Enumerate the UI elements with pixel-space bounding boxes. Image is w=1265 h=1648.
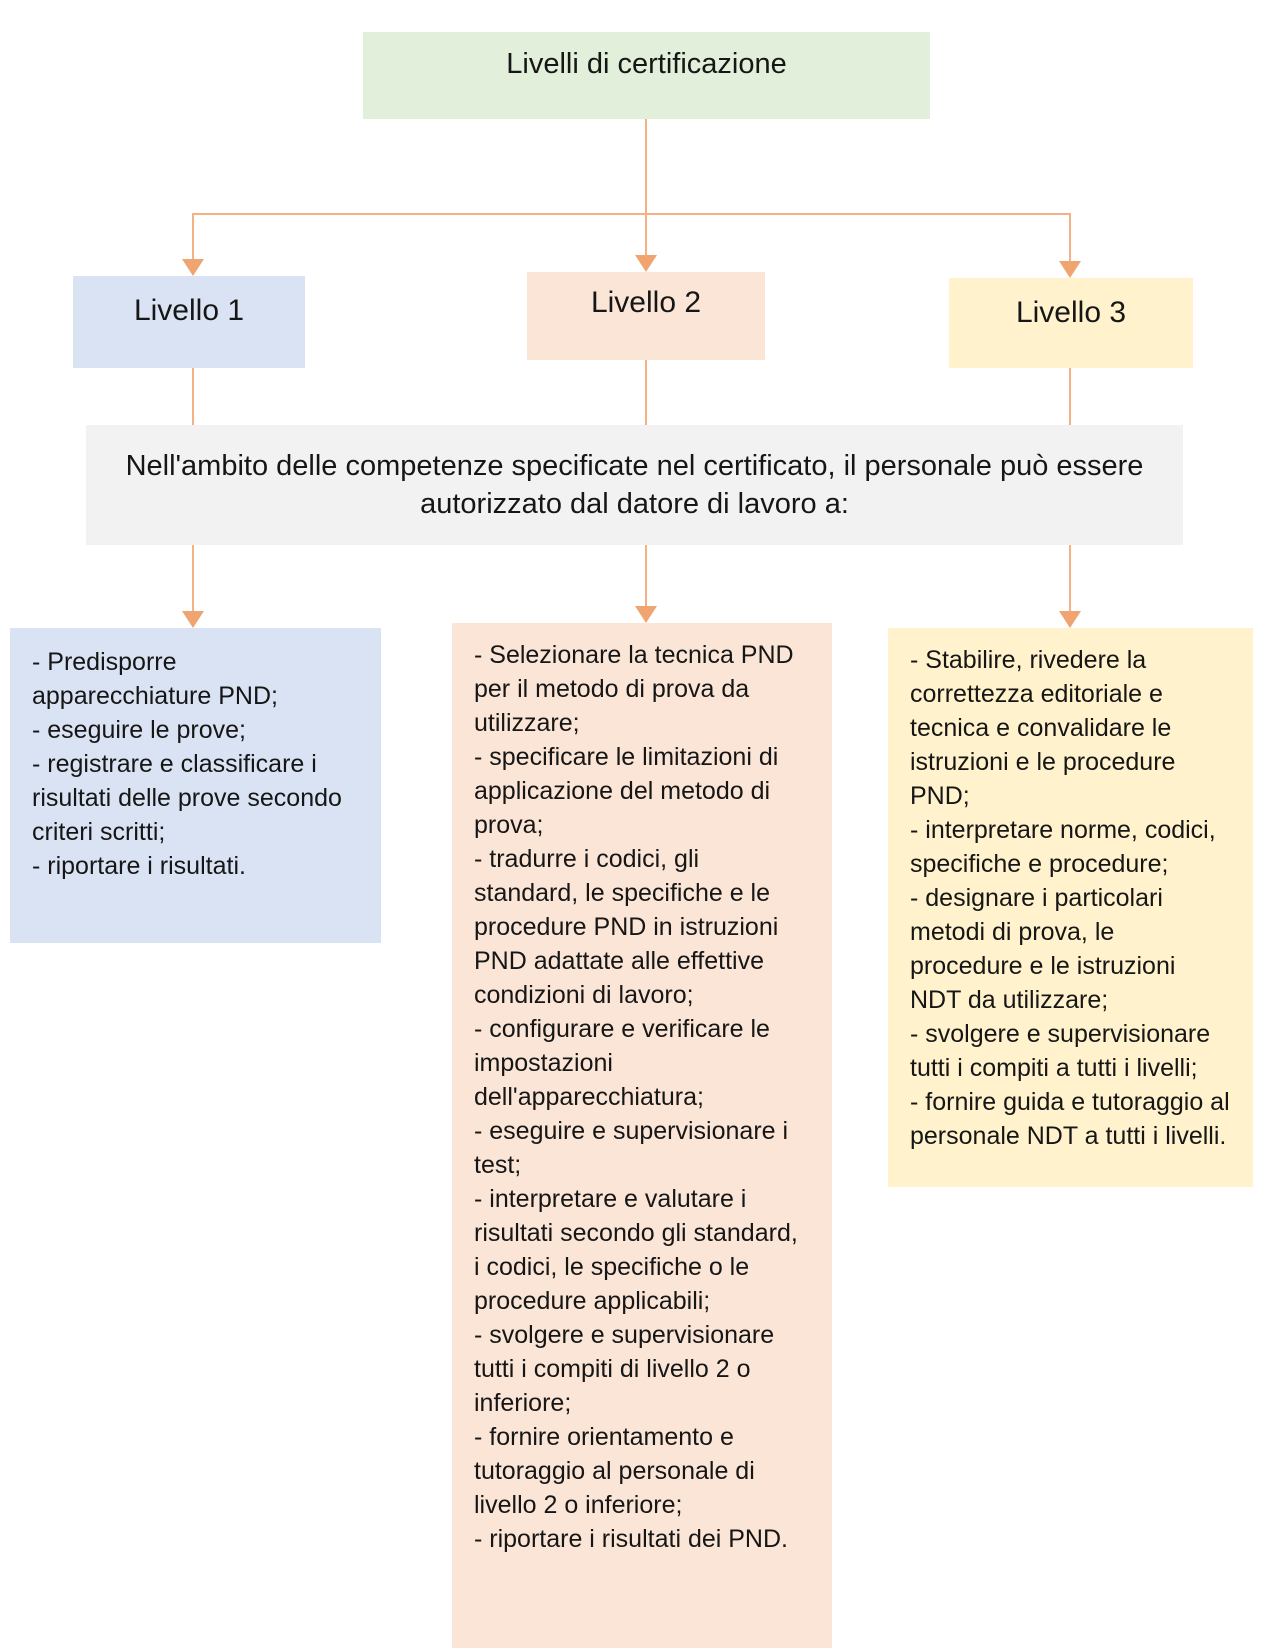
level1-node: Livello 1 [73, 276, 305, 368]
arrow-down-head-level1 [182, 259, 204, 276]
arrow-down-head-detail3 [1059, 611, 1081, 628]
level3-detail-box: - Stabilire, rivedere la correttezza edi… [888, 628, 1253, 1187]
list-item: - registrare e classificare i risultati … [32, 750, 342, 846]
connector-stub-level3 [1069, 213, 1071, 261]
list-item: - Selezionare la tecnica PND per il meto… [474, 641, 794, 737]
root-node-title: Livelli di certificazione [363, 32, 930, 119]
list-item: - Predisporre apparecchiature PND; [32, 648, 278, 710]
connector-stub-level1 [192, 213, 194, 259]
list-item: - specificare le limitazioni di applicaz… [474, 743, 779, 839]
authorization-banner-text: Nell'ambito delle competenze specificate… [125, 450, 1144, 520]
arrow-down-head-detail2 [635, 606, 657, 623]
connector-banner-to-detail3 [1069, 545, 1071, 611]
level3-node: Livello 3 [949, 278, 1193, 368]
authorization-banner: Nell'ambito delle competenze specificate… [86, 425, 1183, 545]
list-item: - tradurre i codici, gli standard, le sp… [474, 845, 779, 1009]
connector-banner-to-detail1 [192, 545, 194, 611]
list-item: - riportare i risultati. [32, 852, 246, 880]
level3-label: Livello 3 [1015, 296, 1127, 329]
list-item: - eseguire e supervisionare i test; [474, 1117, 789, 1179]
list-item: - riportare i risultati dei PND. [474, 1525, 788, 1553]
connector-level3-to-banner [1069, 368, 1071, 425]
connector-level2-to-banner [645, 360, 647, 425]
arrow-down-head-level3 [1059, 261, 1081, 278]
connector-level1-to-banner [192, 368, 194, 425]
list-item: - interpretare e valutare i risultati se… [474, 1185, 798, 1315]
list-item: - fornire orientamento e tutoraggio al p… [474, 1423, 755, 1519]
arrow-down-head-level2 [635, 255, 657, 272]
level2-label: Livello 2 [590, 286, 702, 319]
root-node-label: Livelli di certificazione [506, 48, 787, 80]
connector-root-vertical [645, 119, 647, 213]
list-item: - interpretare norme, codici, specifiche… [910, 816, 1216, 878]
list-item: - fornire guida e tutoraggio al personal… [910, 1088, 1230, 1150]
level2-detail-box: - Selezionare la tecnica PND per il meto… [452, 623, 832, 1648]
level1-detail-box: - Predisporre apparecchiature PND; - eseg… [10, 628, 381, 943]
connector-banner-to-detail2 [645, 545, 647, 606]
list-item: - configurare e verificare le impostazio… [474, 1015, 770, 1111]
list-item: - svolgere e supervisionare tutti i comp… [910, 1020, 1211, 1082]
arrow-down-head-detail1 [182, 611, 204, 628]
connector-stub-level2 [645, 213, 647, 255]
connector-rail-horizontal [192, 213, 1071, 215]
list-item: - designare i particolari metodi di prov… [910, 884, 1176, 1014]
level1-label: Livello 1 [133, 294, 245, 327]
list-item: - svolgere e supervisionare tutti i comp… [474, 1321, 775, 1417]
list-item: - Stabilire, rivedere la correttezza edi… [910, 646, 1176, 810]
level2-node: Livello 2 [527, 272, 765, 360]
list-item: - eseguire le prove; [32, 716, 247, 744]
